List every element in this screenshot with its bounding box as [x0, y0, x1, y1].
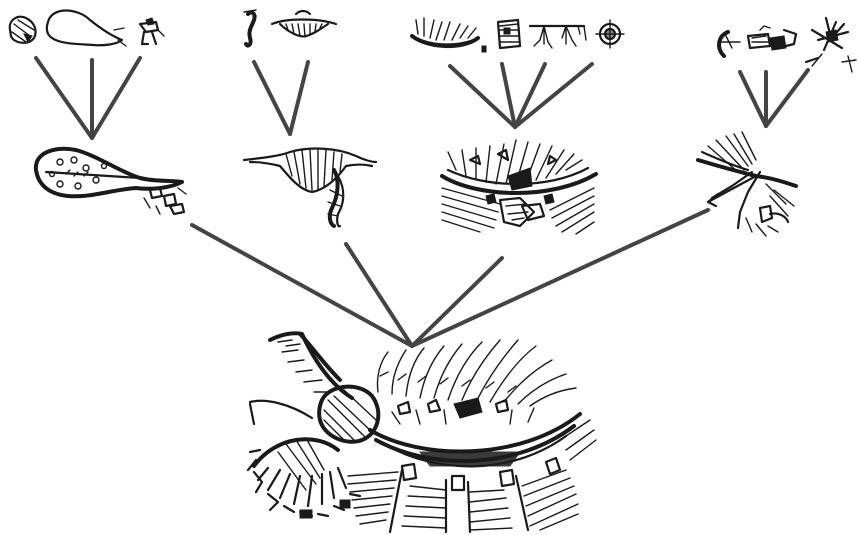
sketch-tree-roots: [530, 26, 586, 48]
connector: [412, 210, 708, 346]
connector: [36, 58, 92, 138]
source-sketch-group-4: [718, 18, 856, 72]
connector: [92, 58, 140, 138]
connector: [346, 244, 412, 346]
sketch-squiggle: [244, 10, 256, 46]
sketch-crescent-arc: [718, 32, 740, 56]
connectors-group-2: [254, 62, 308, 134]
connector: [412, 258, 502, 346]
source-sketch-group-3: [412, 18, 624, 52]
sketch-hatched-block: [498, 20, 520, 48]
sketch-teardrop-outline: [47, 11, 126, 47]
connectors-group-3: [450, 64, 592, 127]
connector: [740, 72, 766, 126]
source-sketch-group-1: [10, 11, 164, 47]
connector: [192, 225, 412, 346]
sketch-lens-hatched: [272, 11, 336, 37]
connector: [254, 62, 290, 134]
connector: [515, 64, 545, 127]
connector: [766, 70, 808, 126]
source-sketch-group-2: [244, 10, 336, 46]
sketch-fan-bowl: [412, 18, 486, 52]
sketch-mechanism: [748, 26, 796, 50]
connectors-final: [192, 210, 708, 346]
intermediate-sketch-teardrop: [36, 149, 186, 214]
intermediate-sketch-lens: [244, 149, 376, 227]
intermediate-sketch-plaza: [442, 140, 596, 234]
sketch-target-circle: [596, 20, 624, 48]
connectors-group-1: [36, 58, 140, 138]
sketch-blob: [10, 17, 36, 43]
sketch-small-device: [140, 18, 164, 44]
intermediate-sketch-crossing: [698, 132, 796, 236]
connectors-group-4: [740, 70, 808, 126]
final-composition-sketch: [248, 333, 596, 532]
connector: [290, 62, 308, 134]
connector: [515, 64, 592, 127]
sketch-burst-star: [806, 18, 856, 72]
